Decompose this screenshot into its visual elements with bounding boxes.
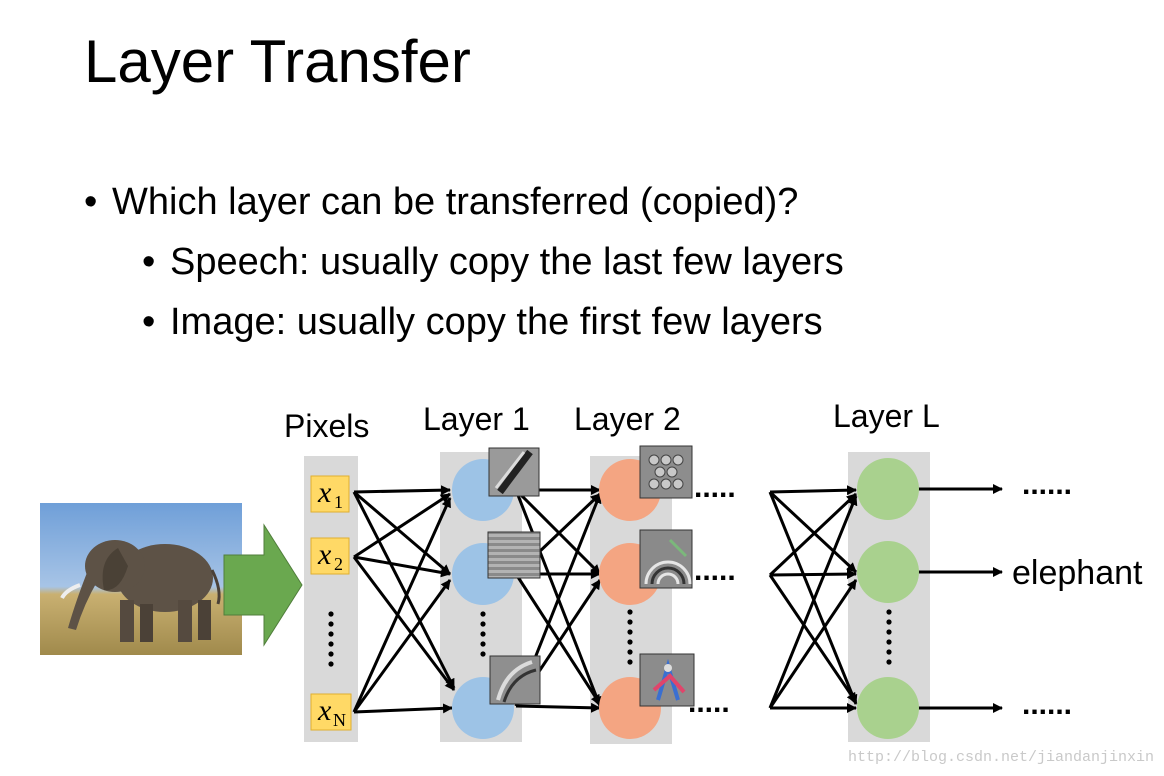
output-elephant: elephant — [1012, 554, 1143, 592]
pixel-var: x — [317, 476, 332, 509]
pixel-sub: 2 — [334, 554, 343, 574]
bullet-text-2: Image: usually copy the first few layers — [170, 301, 823, 343]
pixel-var: x — [317, 538, 332, 571]
pixel-var: x — [317, 694, 332, 727]
pattern-filter-thumbnail — [639, 529, 693, 589]
pattern-filter-thumbnail — [639, 653, 695, 707]
texture-filter-thumbnail — [487, 531, 541, 579]
bullet-text-0: Which layer can be transferred (copied)? — [112, 181, 799, 223]
bullet-list: • Which layer can be transferred (copied)… — [84, 172, 844, 352]
bullet-item-1: • Speech: usually copy the last few layer… — [84, 232, 844, 292]
layerL-node — [857, 458, 919, 520]
slide-title: Layer Transfer — [84, 28, 471, 95]
watermark-url: http://blog.csdn.net/jiandanjinxin — [847, 749, 1154, 766]
label-layer2: Layer 2 — [574, 401, 681, 437]
output-arrows — [918, 484, 1003, 713]
output-bottom: ...... — [1022, 688, 1072, 721]
bullet-item-0: • Which layer can be transferred (copied)… — [84, 172, 844, 232]
pixel-node-N: x N — [310, 693, 352, 731]
label-layer1: Layer 1 — [423, 401, 530, 437]
elephant-photo — [40, 503, 242, 655]
layer2-ellipsis-mid: ..... — [694, 554, 736, 587]
layer2-ellipsis-bottom: ..... — [688, 686, 730, 719]
layer2-ellipsis-top: ..... — [694, 471, 736, 504]
bullet-item-2: • Image: usually copy the first few layer… — [84, 292, 844, 352]
pixel-node-2: x 2 — [310, 537, 350, 575]
input-arrow-icon — [223, 523, 303, 647]
pattern-filter-thumbnail — [639, 445, 693, 499]
bullet-dot: • — [142, 241, 156, 283]
edge-filter-thumbnail — [488, 447, 540, 497]
vertical-ellipsis-icon — [328, 609, 892, 667]
pixel-sub: N — [333, 710, 346, 730]
pixel-node-1: x 1 — [310, 475, 350, 513]
bullet-text-1: Speech: usually copy the last few layers — [170, 241, 844, 283]
layerL-node — [857, 541, 919, 603]
layerL-node — [857, 677, 919, 739]
hidden-to-layerL-connections — [768, 485, 858, 713]
label-layerL: Layer L — [833, 398, 940, 434]
output-top: ...... — [1022, 468, 1072, 501]
pixel-sub: 1 — [334, 492, 343, 512]
bullet-dot: • — [142, 301, 156, 343]
pixel-to-layer1-connections — [352, 485, 456, 714]
label-pixels: Pixels — [284, 408, 369, 444]
pattern-filter-thumbnail — [489, 655, 541, 705]
bullet-dot: • — [84, 181, 98, 223]
